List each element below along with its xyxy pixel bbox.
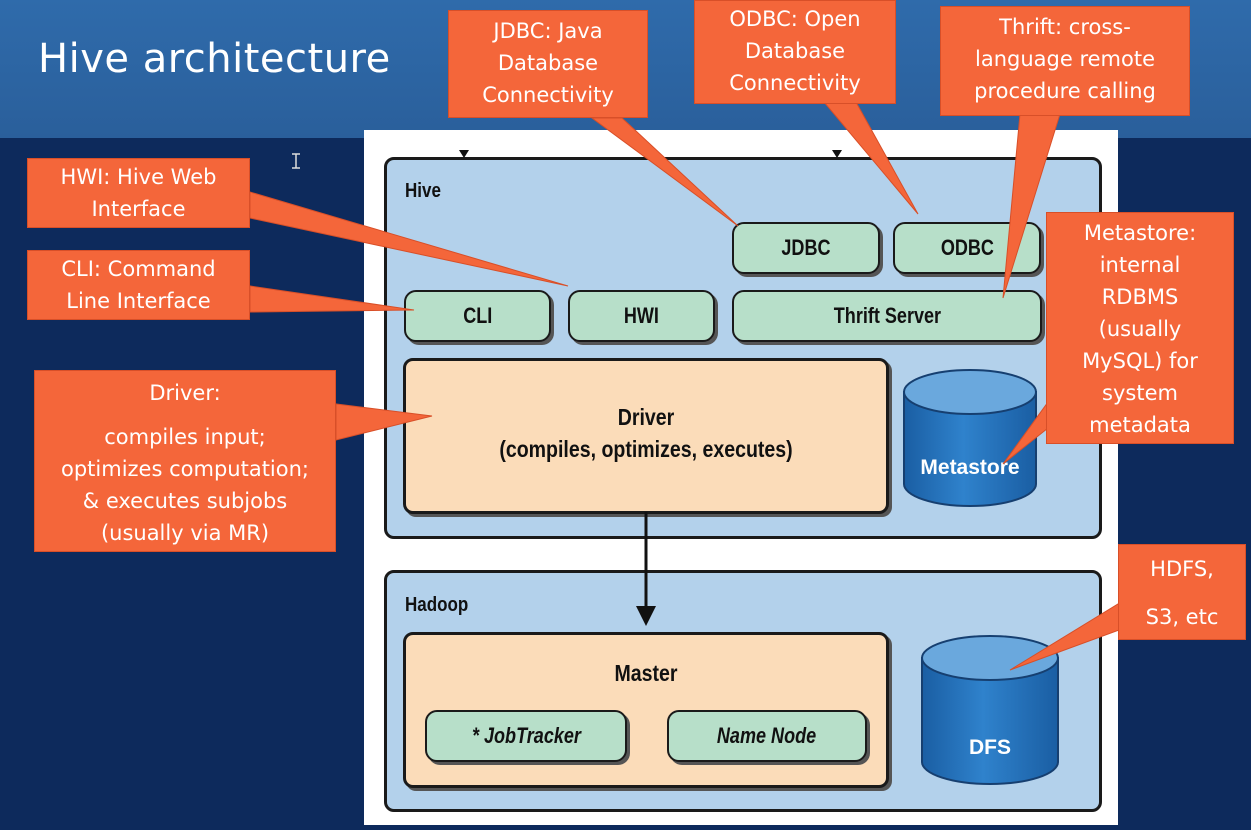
driver-callout-line-5: (usually via MR) xyxy=(100,521,270,545)
driver-box: Driver (compiles, optimizes, executes) xyxy=(403,358,889,514)
odbc-callout-line-1: ODBC: Open xyxy=(729,7,861,31)
metastore-callout-line-4: (usually xyxy=(1098,317,1182,341)
jobtracker-box: * JobTracker xyxy=(425,710,627,762)
metastore-callout-line-7: metadata xyxy=(1089,413,1191,437)
odbc-callout-line-2: Database xyxy=(744,39,846,63)
hwi-callout-line-1: HWI: Hive Web xyxy=(60,165,217,189)
driver-callout-line-1: Driver: xyxy=(149,381,221,405)
jdbc-box: JDBC xyxy=(732,222,880,274)
metastore-callout-line-1: Metastore: xyxy=(1083,221,1197,245)
metastore-label: Metastore xyxy=(920,456,1019,479)
driver-subtitle: (compiles, optimizes, executes) xyxy=(499,436,793,462)
hwi-box: HWI xyxy=(568,290,715,342)
jdbc-callout: JDBC: Java Database Connectivity xyxy=(448,10,648,118)
driver-callout-line-3: optimizes computation; xyxy=(61,457,309,481)
cli-callout-pointer xyxy=(249,285,415,313)
dfs-cylinder: DFS xyxy=(921,635,1059,785)
dfs-label: DFS xyxy=(969,736,1011,759)
hwi-callout-line-2: Interface xyxy=(91,197,186,221)
driver-callout-line-4: & executes subjobs xyxy=(82,489,288,513)
master-title: Master xyxy=(614,660,678,686)
hwi-label: HWI xyxy=(623,303,660,328)
namenode-box: Name Node xyxy=(667,710,867,762)
text-cursor-icon xyxy=(292,153,300,169)
top-arrowhead-right xyxy=(832,150,842,158)
cli-callout-line-2: Line Interface xyxy=(66,289,211,313)
slide-title: Hive architecture xyxy=(38,36,391,82)
odbc-callout-pointer xyxy=(822,101,919,215)
thrift-server-label: Thrift Server xyxy=(833,303,941,328)
metastore-callout-line-5: MySQL) for xyxy=(1082,349,1198,373)
cli-callout-line-1: CLI: Command xyxy=(61,257,216,281)
thrift-callout-line-2: language remote xyxy=(975,47,1155,71)
driver-callout: Driver: compiles input; optimizes comput… xyxy=(34,370,336,552)
top-arrowhead-left xyxy=(459,150,469,158)
driver-title: Driver xyxy=(617,404,675,430)
odbc-callout: ODBC: Open Database Connectivity xyxy=(694,0,896,104)
thrift-callout: Thrift: cross- language remote procedure… xyxy=(940,6,1190,116)
jdbc-callout-line-1: JDBC: Java xyxy=(493,19,603,43)
hwi-callout-pointer xyxy=(249,191,569,287)
cli-label: CLI xyxy=(462,303,493,328)
odbc-callout-line-3: Connectivity xyxy=(729,71,861,95)
driver-callout-line-2: compiles input; xyxy=(104,425,266,449)
hive-group-label: Hive xyxy=(405,180,441,202)
namenode-label: Name Node xyxy=(717,723,817,748)
cli-callout: CLI: Command Line Interface xyxy=(27,250,250,320)
hadoop-group-label: Hadoop xyxy=(405,594,469,616)
metastore-cylinder: Metastore xyxy=(903,369,1037,507)
thrift-callout-line-1: Thrift: cross- xyxy=(999,15,1131,39)
thrift-callout-line-3: procedure calling xyxy=(974,79,1156,103)
metastore-callout: Metastore: internal RDBMS (usually MySQL… xyxy=(1046,212,1234,444)
odbc-label: ODBC xyxy=(940,235,994,260)
cli-box: CLI xyxy=(404,290,551,342)
jdbc-callout-pointer xyxy=(590,117,739,227)
thrift-server-box: Thrift Server xyxy=(732,290,1042,342)
driver-to-hadoop-arrowhead xyxy=(636,606,656,626)
jdbc-callout-line-2: Database xyxy=(497,51,599,75)
hdfs-callout-pointer xyxy=(1009,603,1131,671)
hdfs-callout: HDFS, S3, etc xyxy=(1118,544,1246,640)
jdbc-label: JDBC xyxy=(781,235,831,260)
hdfs-callout-line-2: S3, etc xyxy=(1145,605,1219,629)
metastore-callout-line-6: system xyxy=(1102,381,1178,405)
hdfs-callout-line-1: HDFS, xyxy=(1150,557,1214,581)
driver-callout-pointer xyxy=(335,403,433,441)
metastore-callout-line-3: RDBMS xyxy=(1101,285,1179,309)
metastore-callout-line-2: internal xyxy=(1099,253,1181,277)
hwi-callout: HWI: Hive Web Interface xyxy=(27,158,250,228)
jdbc-callout-line-3: Connectivity xyxy=(482,83,614,107)
jobtracker-label: * JobTracker xyxy=(471,723,581,748)
